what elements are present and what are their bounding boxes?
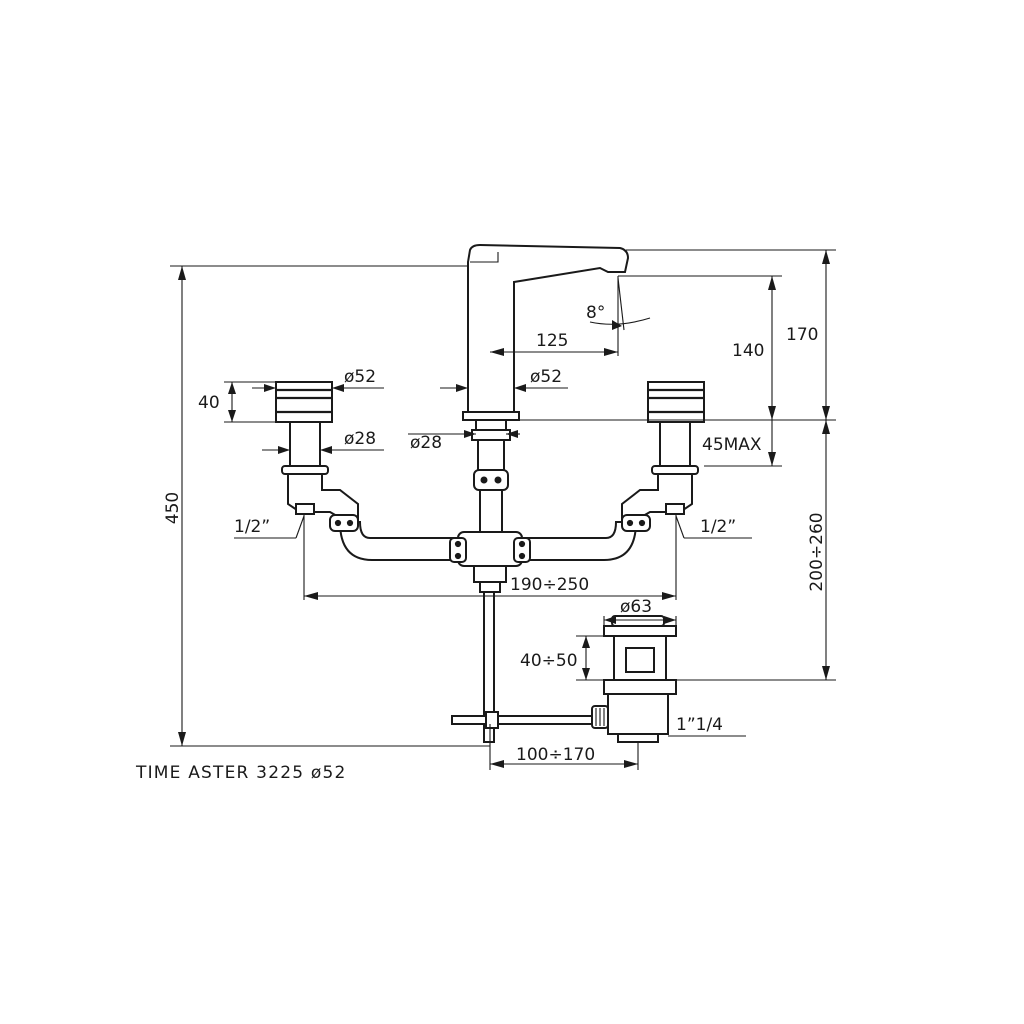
dim-connection-right: 1/2” (700, 517, 736, 537)
dim-overall-height: 450 (163, 492, 183, 524)
dim-handle-height: 40 (198, 393, 220, 413)
dim-spout-reach: 125 (536, 331, 568, 351)
dim-spout-angle: 8° (586, 303, 605, 323)
dim-spout-outlet-height: 140 (732, 341, 764, 361)
manifold (338, 521, 638, 593)
dim-waste-diameter: ø63 (620, 597, 652, 617)
pop-up-waste (451, 591, 677, 743)
dimension-lines (170, 249, 836, 770)
right-handle (621, 381, 705, 532)
dim-handle-diameter: ø52 (344, 367, 376, 387)
dim-handle-shank-diameter: ø28 (344, 429, 376, 449)
dim-below-deck-height: 200÷260 (807, 512, 827, 591)
dim-spout-base-diameter: ø52 (530, 367, 562, 387)
dim-deck-thickness: 45MAX (702, 435, 762, 455)
dim-waste-height: 40÷50 (520, 651, 578, 671)
dim-spout-top-height: 170 (786, 325, 818, 345)
spout (462, 243, 630, 537)
dim-rod-distance: 100÷170 (516, 745, 595, 765)
dim-handle-spread: 190÷250 (510, 575, 589, 595)
dim-connection-left: 1/2” (234, 517, 270, 537)
dimension-labels: 450 170 140 125 8° ø52 ø28 ø52 40 ø28 45… (163, 303, 827, 765)
dim-waste-thread: 1”1/4 (676, 715, 723, 735)
drawing-title: TIME ASTER 3225 ø52 (135, 763, 346, 783)
left-handle (275, 381, 359, 532)
dim-spout-shank-diameter: ø28 (410, 433, 442, 453)
